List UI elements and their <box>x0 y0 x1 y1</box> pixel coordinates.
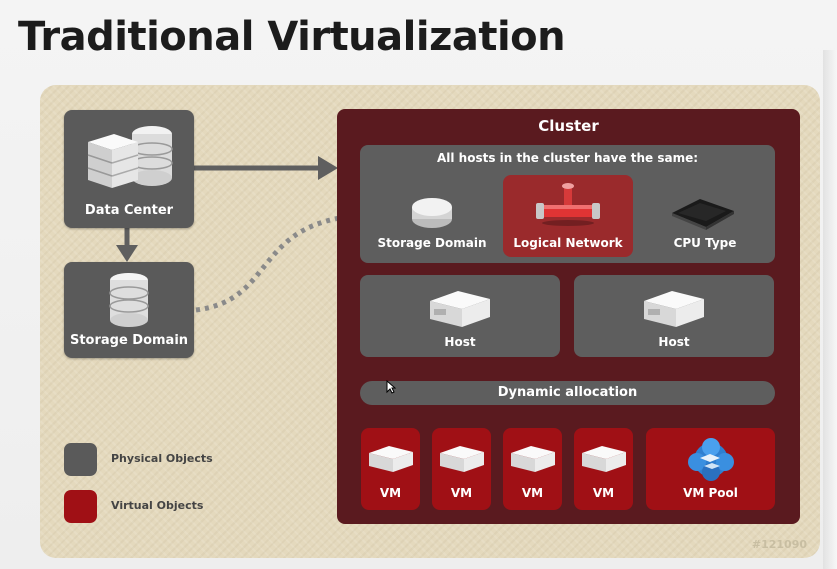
vm-box-2: VM <box>432 428 491 510</box>
cluster-storage-domain-label: Storage Domain <box>377 236 487 250</box>
legend-physical-swatch <box>64 443 97 476</box>
network-pipe-icon <box>536 183 600 226</box>
vm-label-4: VM <box>592 486 615 500</box>
storage-domain-box: Storage Domain <box>64 262 194 358</box>
cluster-same-title: All hosts in the cluster have the same: <box>436 151 699 165</box>
legend-physical-label: Physical Objects <box>111 452 213 465</box>
vm-pool-cloud-icon <box>688 438 734 481</box>
storage-domain-icon <box>109 273 149 327</box>
server-icon <box>430 291 490 327</box>
legend-virtual-label: Virtual Objects <box>111 499 204 512</box>
host-label-2: Host <box>658 335 690 349</box>
logical-network-box: Logical Network <box>503 175 633 257</box>
dynamic-allocation-bar: Dynamic allocation <box>360 381 775 405</box>
cpu-type-label: CPU Type <box>673 236 737 250</box>
vm-server-icon <box>511 446 555 472</box>
data-center-box: Data Center <box>64 110 194 228</box>
mouse-cursor-icon <box>386 380 396 394</box>
vm-box-3: VM <box>503 428 562 510</box>
page-title: Traditional Virtualization <box>18 14 566 60</box>
storage-domain-label: Storage Domain <box>69 333 189 348</box>
logical-network-label: Logical Network <box>513 236 623 250</box>
storage-disk-icon <box>412 198 452 228</box>
vm-server-icon <box>440 446 484 472</box>
dc-to-storage-arrowhead <box>116 245 138 262</box>
vm-label-2: VM <box>450 486 473 500</box>
host-box-1: Host <box>360 275 560 357</box>
cpu-chip-icon <box>672 199 734 230</box>
slide-code: #121090 <box>751 538 807 551</box>
host-box-2: Host <box>574 275 774 357</box>
data-center-label: Data Center <box>84 203 174 218</box>
vm-server-icon <box>369 446 413 472</box>
vm-label-1: VM <box>379 486 402 500</box>
dc-to-cluster-arrowhead <box>318 156 338 180</box>
vm-pool-label: VM Pool <box>683 486 738 500</box>
legend-virtual-swatch <box>64 490 97 523</box>
data-center-icon <box>87 126 173 188</box>
vm-pool-box: VM Pool <box>646 428 775 510</box>
vm-server-icon <box>582 446 626 472</box>
vm-label-3: VM <box>521 486 544 500</box>
host-label-1: Host <box>444 335 476 349</box>
vm-box-1: VM <box>361 428 420 510</box>
server-icon <box>644 291 704 327</box>
cluster-title: Cluster <box>538 117 599 135</box>
vm-box-4: VM <box>574 428 633 510</box>
storage-link-dotted <box>195 212 376 313</box>
right-edge-decoration <box>823 50 837 569</box>
